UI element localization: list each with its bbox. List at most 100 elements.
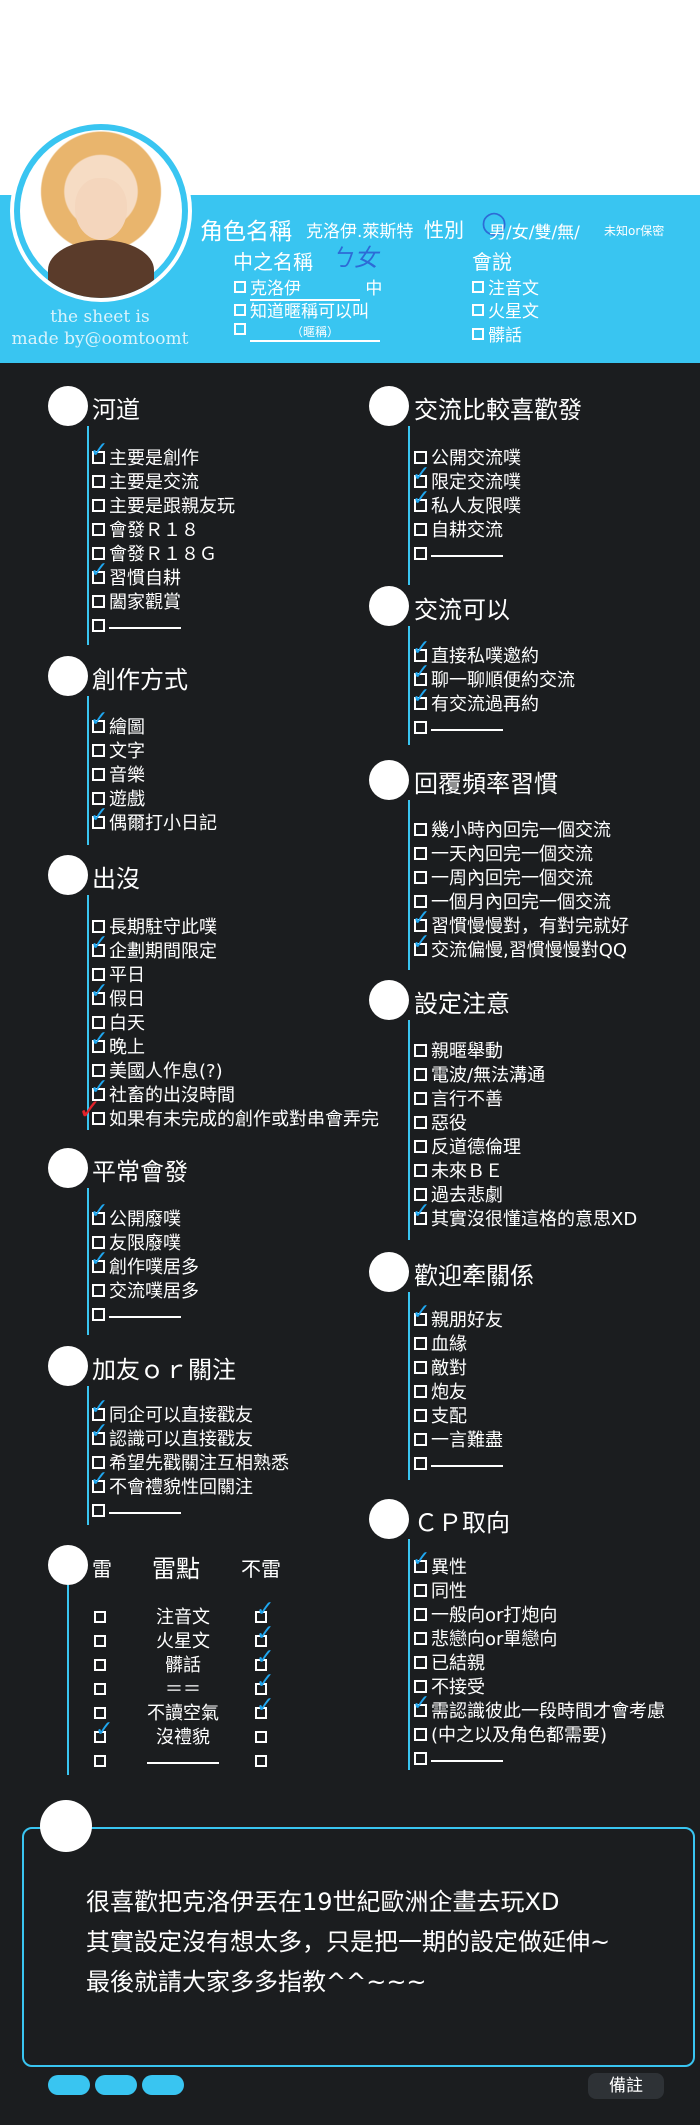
checkbox[interactable]	[414, 546, 427, 560]
s3-option-8[interactable]: 如果有未完成的創作或對串會弄完	[92, 1109, 379, 1131]
checkbox[interactable]	[92, 522, 105, 536]
s5-option-1[interactable]: 認識可以直接戳友	[92, 1429, 253, 1451]
s10-option-6[interactable]: 過去悲劇	[414, 1185, 503, 1207]
thunder-checkbox[interactable]	[94, 1731, 106, 1743]
checkbox[interactable]	[414, 1139, 427, 1153]
checkbox[interactable]	[414, 1456, 427, 1470]
s4-option-0[interactable]: 公開廢噗	[92, 1209, 181, 1231]
s1-option-4[interactable]: 會發Ｒ１８Ｇ	[92, 544, 217, 566]
tab-pill-3[interactable]	[142, 2075, 184, 2095]
checkbox[interactable]	[92, 815, 105, 829]
checkbox[interactable]	[414, 648, 427, 662]
checkbox[interactable]	[414, 1091, 427, 1105]
s3-option-3[interactable]: 假日	[92, 989, 145, 1011]
checkbox[interactable]	[414, 1559, 427, 1573]
thunder-checkbox[interactable]	[94, 1707, 106, 1719]
s9-option-0[interactable]: 幾小時內回完一個交流	[414, 820, 611, 842]
speech-option-1[interactable]: 火星文	[472, 297, 539, 322]
s5-option-4[interactable]	[92, 1501, 181, 1523]
thunder-checkbox[interactable]	[94, 1755, 106, 1767]
checkbox[interactable]	[414, 1432, 427, 1446]
thunder-checkbox[interactable]	[94, 1683, 106, 1695]
checkbox[interactable]	[234, 281, 246, 293]
checkbox[interactable]	[92, 1063, 105, 1077]
s11-option-1[interactable]: 血緣	[414, 1334, 467, 1356]
checkbox[interactable]	[414, 1408, 427, 1422]
s12-option-3[interactable]: 悲戀向or單戀向	[414, 1629, 557, 1651]
s3-option-1[interactable]: 企劃期間限定	[92, 941, 217, 963]
cn-option-custom[interactable]: （暱稱）	[234, 321, 380, 342]
checkbox[interactable]	[414, 696, 427, 710]
s1-option-7[interactable]	[92, 616, 181, 638]
checkbox[interactable]	[92, 967, 105, 981]
not-thunder-checkbox[interactable]	[255, 1611, 267, 1623]
checkbox[interactable]	[414, 498, 427, 512]
s1-option-0[interactable]: 主要是創作	[92, 448, 199, 470]
checkbox[interactable]	[92, 1259, 105, 1273]
checkbox[interactable]	[414, 1703, 427, 1717]
s10-option-4[interactable]: 反道德倫理	[414, 1137, 521, 1159]
s3-option-4[interactable]: 白天	[92, 1013, 145, 1035]
checkbox[interactable]	[414, 870, 427, 884]
checkbox[interactable]	[92, 919, 105, 933]
tab-notes[interactable]: 備註	[588, 2073, 664, 2099]
checkbox[interactable]	[414, 894, 427, 908]
s12-option-2[interactable]: 一般向or打炮向	[414, 1605, 557, 1627]
speech-option-0[interactable]: 注音文	[472, 274, 539, 299]
speech-option-2[interactable]: 髒話	[472, 321, 522, 346]
tab-pill-1[interactable]	[48, 2075, 90, 2095]
checkbox[interactable]	[92, 1111, 105, 1125]
checkbox[interactable]	[92, 719, 105, 733]
s3-option-6[interactable]: 美國人作息(?)	[92, 1061, 223, 1083]
checkbox[interactable]	[414, 1067, 427, 1081]
s12-option-7[interactable]: (中之以及角色都需要)	[414, 1725, 607, 1747]
s2-option-3[interactable]: 遊戲	[92, 789, 145, 811]
checkbox[interactable]	[414, 942, 427, 956]
checkbox[interactable]	[414, 1312, 427, 1326]
s8-option-1[interactable]: 聊一聊順便約交流	[414, 670, 575, 692]
checkbox[interactable]	[414, 1187, 427, 1201]
checkbox[interactable]	[472, 281, 484, 293]
s10-option-3[interactable]: 惡役	[414, 1113, 467, 1135]
s10-option-5[interactable]: 未來ＢＥ	[414, 1161, 503, 1183]
s11-option-6[interactable]	[414, 1454, 503, 1476]
checkbox[interactable]	[92, 1015, 105, 1029]
s2-option-1[interactable]: 文字	[92, 741, 145, 763]
checkbox[interactable]	[92, 1039, 105, 1053]
s11-option-3[interactable]: 炮友	[414, 1382, 467, 1404]
s9-option-5[interactable]: 交流偏慢,習慣慢慢對QQ	[414, 940, 627, 962]
s1-option-6[interactable]: 闔家觀賞	[92, 592, 181, 614]
not-thunder-checkbox[interactable]	[255, 1707, 267, 1719]
s8-option-3[interactable]	[414, 718, 503, 740]
s2-option-2[interactable]: 音樂	[92, 765, 145, 787]
s9-option-2[interactable]: 一周內回完一個交流	[414, 868, 593, 890]
checkbox[interactable]	[414, 1211, 427, 1225]
checkbox[interactable]	[92, 618, 105, 632]
s1-option-3[interactable]: 會發Ｒ１８	[92, 520, 199, 542]
checkbox[interactable]	[92, 474, 105, 488]
s4-option-2[interactable]: 創作噗居多	[92, 1257, 199, 1279]
s3-option-7[interactable]: 社畜的出沒時間	[92, 1085, 235, 1107]
checkbox[interactable]	[414, 1360, 427, 1374]
s9-option-3[interactable]: 一個月內回完一個交流	[414, 892, 611, 914]
s5-option-3[interactable]: 不會禮貌性回關注	[92, 1477, 253, 1499]
s7-option-3[interactable]: 自耕交流	[414, 520, 503, 542]
checkbox[interactable]	[414, 1163, 427, 1177]
checkbox[interactable]	[92, 1431, 105, 1445]
checkbox[interactable]	[92, 943, 105, 957]
checkbox[interactable]	[414, 1043, 427, 1057]
s12-option-4[interactable]: 已結親	[414, 1653, 485, 1675]
not-thunder-checkbox[interactable]	[255, 1755, 267, 1767]
cn-option-know-nickname[interactable]: 知道暱稱可以叫	[234, 297, 369, 322]
s7-option-0[interactable]: 公開交流噗	[414, 448, 521, 470]
s5-option-0[interactable]: 同企可以直接戳友	[92, 1405, 253, 1427]
checkbox[interactable]	[92, 1235, 105, 1249]
s12-option-8[interactable]	[414, 1749, 503, 1771]
s12-option-5[interactable]: 不接受	[414, 1677, 485, 1699]
not-thunder-checkbox[interactable]	[255, 1659, 267, 1671]
s7-option-1[interactable]: 限定交流噗	[414, 472, 521, 494]
s3-option-5[interactable]: 晚上	[92, 1037, 145, 1059]
checkbox[interactable]	[92, 1211, 105, 1225]
tab-pill-2[interactable]	[95, 2075, 137, 2095]
checkbox[interactable]	[414, 1655, 427, 1669]
